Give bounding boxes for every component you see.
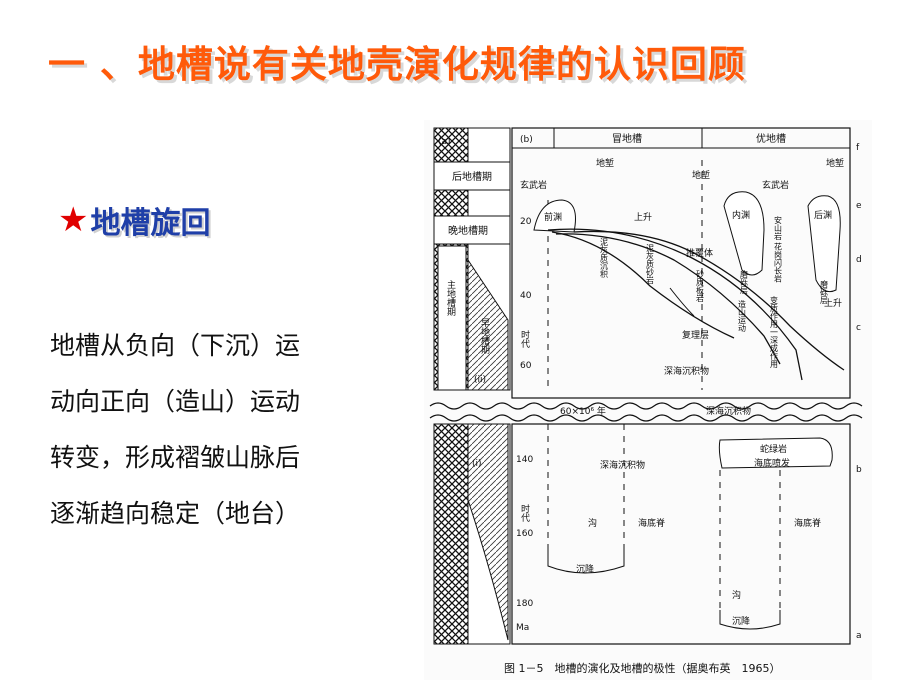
uplift-label-2: 上升: [824, 298, 842, 309]
main-stage-label: 主地槽期: [445, 279, 456, 317]
top-panel-frame: [511, 127, 851, 399]
section-heading: ★ 地槽旋回: [58, 198, 210, 242]
right-letter: f: [856, 143, 860, 153]
time-break-label: 60×10⁶ 年: [560, 405, 606, 417]
sandy-slate-label: 砂质板岩: [696, 269, 705, 303]
right-letter: e: [856, 201, 862, 211]
trench-label-1: 沟: [588, 517, 597, 529]
age-axis-label-bottom: 时代: [519, 503, 530, 523]
late-geosyncline-label: 晚地槽期: [448, 224, 488, 237]
star-icon: ★: [58, 200, 89, 240]
age-tick: 140: [516, 455, 533, 465]
body-line: 转变，形成褶皱山脉后: [50, 443, 301, 472]
miogeosyncline-header: 冒地槽: [612, 132, 642, 145]
geosyncline-evolution-figure: (a) 后地槽期 晚地槽期 主地槽期 早地槽期 (ii) (b) 冒地槽 优地槽…: [424, 120, 872, 680]
right-letter: d: [856, 255, 862, 265]
age-axis-label-top: 时代: [519, 329, 530, 349]
age-tick: 180: [516, 599, 533, 609]
deep-sea-top-label: 深海沉积物: [664, 365, 709, 377]
figure-drawing: (a) 后地槽期 晚地槽期 主地槽期 早地槽期 (ii) (b) 冒地槽 优地槽…: [424, 120, 872, 680]
graben-label-3: 地堑: [826, 157, 844, 169]
early-stage-label: 早地槽期: [479, 318, 490, 355]
graben-label-2: 地堑: [692, 169, 710, 181]
ridge-label-2: 海底脊: [794, 517, 821, 529]
basalt-label-1: 玄武岩: [520, 179, 547, 191]
age-tick: 20: [520, 217, 532, 227]
stage-i-label: (i): [472, 459, 482, 469]
deep-sea-break-label: 深海沉积物: [706, 405, 751, 417]
hatched-column-bottom: [433, 423, 469, 645]
subsidence-label-1: 沉降: [576, 563, 594, 575]
section-heading-text: 地槽旋回: [90, 206, 211, 241]
foredeep-label: 前渊: [544, 211, 562, 223]
right-letter: a: [856, 631, 862, 641]
trench-label-2: 沟: [732, 589, 741, 601]
basalt-label-2: 玄武岩: [762, 179, 789, 191]
marl-sandstone-label: 泥灰质砂岩: [646, 244, 655, 285]
uplift-label: 上升: [634, 212, 652, 223]
age-tick: 60: [520, 361, 532, 371]
orogeny-label: 造山运动: [738, 299, 747, 333]
panel-b-label: (b): [520, 135, 533, 145]
body-line: 逐渐趋向稳定（地台）: [50, 499, 301, 528]
flysch-label-2: 磨砾层: [820, 279, 829, 305]
age-tick: 160: [516, 529, 533, 539]
right-letter: b: [856, 465, 862, 475]
thrust-label: 推覆体: [686, 247, 713, 259]
slide-title: 一 、地槽说有关地壳演化规律的认识回顾: [48, 43, 746, 86]
andesite-label: 安山岩 花岗闪长岩: [774, 215, 783, 284]
subsidence-label-2: 沉降: [732, 615, 750, 627]
inner-deep-label: 内渊: [732, 209, 750, 221]
metamorphism-label: 变质作用一深成作用: [770, 295, 779, 369]
figure-caption: 图 1－5 地槽的演化及地槽的极性（据奥布英 1965）: [504, 661, 781, 675]
submarine-eruption-label: 海底喷发: [754, 457, 790, 469]
late-stage-label: 后地槽期: [452, 170, 492, 183]
bottom-panel-frame: [511, 423, 851, 645]
flysch-label-1: 磨砾层: [740, 269, 749, 295]
right-letter: c: [856, 323, 861, 333]
flysch-complex-label: 复理层: [682, 329, 709, 341]
ophiolite-label: 蛇绿岩: [760, 443, 787, 455]
eugeosyncline-header: 优地槽: [756, 132, 786, 145]
body-paragraph: 地槽从负向（下沉）运 动向正向（造山）运动 转变，形成褶皱山脉后 逐渐趋向稳定（…: [50, 318, 370, 542]
back-deep-label: 后渊: [814, 210, 832, 221]
panel-a-label: (a): [438, 137, 451, 147]
body-line: 地槽从负向（下沉）运: [50, 331, 301, 360]
stage-ii-label: (ii): [474, 375, 486, 385]
age-unit: Ma: [516, 623, 529, 633]
body-line: 动向正向（造山）运动: [50, 387, 301, 416]
age-tick: 40: [520, 291, 532, 301]
ridge-label-1: 海底脊: [638, 517, 665, 529]
deep-sea-bottom-label: 深海沉积物: [600, 459, 645, 471]
marl-deposit-label: 泥灰质沉积: [600, 238, 609, 279]
graben-label-1: 地堑: [596, 157, 614, 169]
